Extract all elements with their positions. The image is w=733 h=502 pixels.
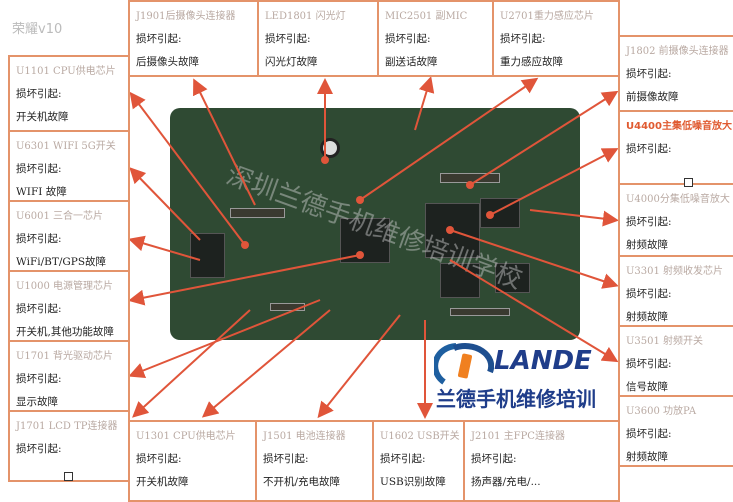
cause-label: 损坏引起: — [471, 453, 517, 465]
label-u4400: U4400主集低噪音放大损坏引起: — [618, 110, 733, 185]
label-j1701: J1701 LCD TP连接器损坏引起: — [8, 410, 130, 482]
box-title: U2701重力感应芯片 — [500, 11, 594, 22]
flash-led — [320, 138, 340, 158]
fault-text: 信号故障 — [626, 381, 668, 393]
cause-label: 损坏引起: — [136, 33, 182, 45]
box-title: U3501 射频开关 — [626, 336, 704, 347]
fault-text: 不开机/充电故障 — [263, 476, 341, 488]
label-u1000: U1000 电源管理芯片损坏引起: 开关机,其他功能故障 — [8, 270, 130, 342]
cause-label: 损坏引起: — [16, 443, 62, 455]
box-title: U1301 CPU供电芯片 — [136, 431, 236, 442]
label-u4000: U4000分集低噪音放大损坏引起: 射频故障 — [618, 183, 733, 257]
box-title: J1802 前摄像头连接器 — [626, 46, 729, 57]
cause-label: 损坏引起: — [16, 303, 62, 315]
label-u3301: U3301 射频收发芯片损坏引起: 射频故障 — [618, 255, 733, 327]
label-j2101: J2101 主FPC连接器损坏引起: 扬声器/充电/... — [463, 420, 620, 502]
cause-label: 损坏引起: — [380, 453, 426, 465]
label-j1501: J1501 电池连接器损坏引起: 不开机/充电故障 — [255, 420, 374, 502]
box-title: U3600 功放PA — [626, 406, 697, 417]
box-title: J2101 主FPC连接器 — [471, 431, 565, 442]
cause-label: 损坏引起: — [626, 216, 672, 228]
box-title: U4400主集低噪音放大 — [626, 121, 732, 132]
cause-label: 损坏引起: — [136, 453, 182, 465]
chip — [340, 218, 390, 263]
fault-text: 射频故障 — [626, 451, 668, 463]
connector — [230, 208, 285, 218]
cause-label: 损坏引起: — [263, 453, 309, 465]
label-u2701: U2701重力感应芯片损坏引起: 重力感应故障 — [492, 0, 620, 77]
box-title: U3301 射频收发芯片 — [626, 266, 724, 277]
cause-label: 损坏引起: — [626, 428, 672, 440]
box-title: LED1801 闪光灯 — [265, 11, 346, 22]
lande-logo: LANDE 兰德手机维修培训 — [432, 342, 617, 418]
fault-text: 副送话故障 — [385, 56, 438, 68]
chip — [190, 233, 225, 278]
fault-text: WiFi/BT/GPS故障 — [16, 256, 107, 268]
fault-text: 显示故障 — [16, 396, 58, 408]
chip — [425, 203, 480, 258]
connector — [450, 308, 510, 316]
label-u3600: U3600 功放PA 损坏引起: 射频故障 — [618, 395, 733, 467]
chip — [495, 263, 530, 293]
anchor-handle — [64, 472, 73, 481]
label-mic2501: MIC2501 副MIC 损坏引起: 副送话故障 — [377, 0, 494, 77]
cause-label: 损坏引起: — [16, 373, 62, 385]
fault-text: USB识别故障 — [380, 476, 446, 488]
connector — [270, 303, 305, 311]
label-u3501: U3501 射频开关损坏引起: 信号故障 — [618, 325, 733, 397]
label-j1802: J1802 前摄像头连接器损坏引起: 前摄像故障 — [618, 35, 733, 112]
fault-text: 开关机故障 — [136, 476, 189, 488]
logo-emblem — [434, 343, 494, 385]
box-title: U1000 电源管理芯片 — [16, 281, 114, 292]
anchor-handle — [684, 178, 693, 187]
cause-label: 损坏引起: — [265, 33, 311, 45]
box-title: U1101 CPU供电芯片 — [16, 66, 116, 77]
fault-text: 射频故障 — [626, 311, 668, 323]
motherboard-image — [170, 108, 580, 340]
fault-text: 扬声器/充电/... — [471, 476, 541, 488]
label-u1602: U1602 USB开关损坏引起: USB识别故障 — [372, 420, 465, 502]
label-u1701: U1701 背光驱动芯片损坏引起: 显示故障 — [8, 340, 130, 412]
logo-name: LANDE — [494, 346, 592, 376]
label-u1301: U1301 CPU供电芯片损坏引起: 开关机故障 — [128, 420, 257, 502]
box-title: MIC2501 副MIC — [385, 11, 468, 22]
chip — [440, 263, 480, 298]
fault-text: 前摄像故障 — [626, 91, 679, 103]
box-title: U4000分集低噪音放大 — [626, 194, 730, 205]
box-title: U6301 WIFI 5G开关 — [16, 141, 116, 152]
box-title: J1901后摄像头连接器 — [136, 11, 236, 22]
cause-label: 损坏引起: — [16, 233, 62, 245]
cause-label: 损坏引起: — [16, 88, 62, 100]
cause-label: 损坏引起: — [626, 68, 672, 80]
box-title: J1501 电池连接器 — [263, 431, 346, 442]
fault-text: 射频故障 — [626, 239, 668, 251]
fault-text: 开关机故障 — [16, 111, 69, 123]
connector — [440, 173, 500, 183]
model-label: 荣耀v10 — [12, 22, 63, 37]
label-u6001: U6001 三合一芯片损坏引起: WiFi/BT/GPS故障 — [8, 200, 130, 272]
box-title: U6001 三合一芯片 — [16, 211, 104, 222]
cause-label: 损坏引起: — [16, 163, 62, 175]
logo-slogan: 兰德手机维修培训 — [436, 387, 596, 411]
fault-text: 开关机,其他功能故障 — [16, 326, 114, 338]
label-led1801: LED1801 闪光灯损坏引起: 闪光灯故障 — [257, 0, 379, 77]
fault-text: 闪光灯故障 — [265, 56, 318, 68]
box-title: U1701 背光驱动芯片 — [16, 351, 114, 362]
label-j1901: J1901后摄像头连接器损坏引起: 后摄像头故障 — [128, 0, 259, 77]
cause-label: 损坏引起: — [500, 33, 546, 45]
cause-label: 损坏引起: — [626, 358, 672, 370]
chip — [480, 198, 520, 228]
fault-text: 后摄像头故障 — [136, 56, 199, 68]
cause-label: 损坏引起: — [626, 143, 672, 155]
fault-text: WIFI 故障 — [16, 186, 67, 198]
cause-label: 损坏引起: — [626, 288, 672, 300]
cause-label: 损坏引起: — [385, 33, 431, 45]
box-title: U1602 USB开关 — [380, 431, 460, 442]
label-u1101: U1101 CPU供电芯片损坏引起: 开关机故障 — [8, 55, 130, 132]
label-u6301: U6301 WIFI 5G开关损坏引起: WIFI 故障 — [8, 130, 130, 202]
box-title: J1701 LCD TP连接器 — [16, 421, 118, 432]
fault-text: 重力感应故障 — [500, 56, 563, 68]
